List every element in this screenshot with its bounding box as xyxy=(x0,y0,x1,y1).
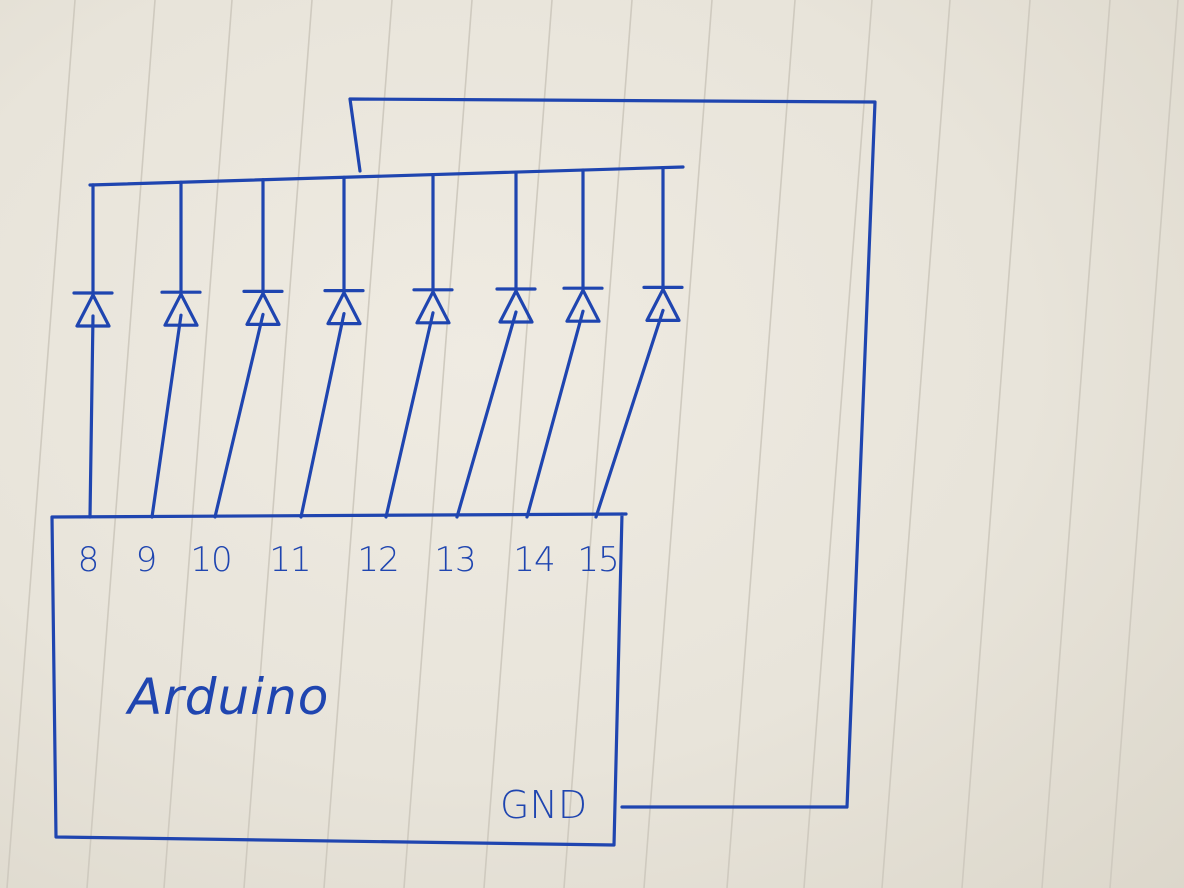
led-lead xyxy=(594,308,665,519)
pin-label: 14 xyxy=(513,540,555,580)
rail-riser-wire xyxy=(348,97,877,809)
led-triangle xyxy=(415,290,451,325)
led-lead xyxy=(213,312,265,519)
ruling-line xyxy=(163,0,233,888)
ruling-line xyxy=(243,0,313,888)
ruling-line xyxy=(803,0,873,888)
pin-label: 12 xyxy=(357,540,399,580)
ruling-line xyxy=(86,0,156,888)
led-lead xyxy=(455,310,518,519)
led-lead xyxy=(88,314,95,519)
ruling-line xyxy=(6,0,76,888)
led-triangle xyxy=(565,288,601,323)
led xyxy=(72,183,114,519)
ruling-line xyxy=(961,0,1031,888)
led-array xyxy=(72,166,684,519)
led-triangle xyxy=(245,291,281,326)
pin-label: 11 xyxy=(269,540,311,580)
led xyxy=(594,166,684,519)
common-cathode-rail xyxy=(88,165,685,187)
led xyxy=(384,172,454,519)
led-lead xyxy=(150,313,183,519)
led xyxy=(299,175,365,519)
led xyxy=(525,168,604,519)
pin-label: 13 xyxy=(434,540,476,580)
led-triangle xyxy=(326,291,362,326)
ruling-line xyxy=(881,0,951,888)
ruling-line xyxy=(1041,0,1111,888)
led-triangle xyxy=(645,287,681,322)
pin-label: 10 xyxy=(190,540,232,580)
pin-label: 9 xyxy=(135,540,158,580)
ruling-line xyxy=(483,0,553,888)
pin-label: 15 xyxy=(577,540,619,580)
ruling-line xyxy=(726,0,796,888)
ruling-line xyxy=(1109,0,1179,888)
paper-ruling-lines xyxy=(6,0,1179,888)
pin-label: 8 xyxy=(77,540,100,580)
led-lead xyxy=(525,309,585,519)
led-lead xyxy=(299,312,346,519)
led xyxy=(455,170,537,519)
gnd-label: GND xyxy=(500,783,588,827)
led-lead xyxy=(384,311,435,519)
ruling-line xyxy=(323,0,393,888)
arduino-label: Arduino xyxy=(128,668,330,726)
arduino-board-outline xyxy=(50,512,628,847)
led xyxy=(213,178,284,519)
led-triangle xyxy=(498,289,534,324)
ruling-line xyxy=(563,0,633,888)
ruling-line xyxy=(643,0,713,888)
ruling-line xyxy=(403,0,473,888)
led xyxy=(150,180,202,519)
